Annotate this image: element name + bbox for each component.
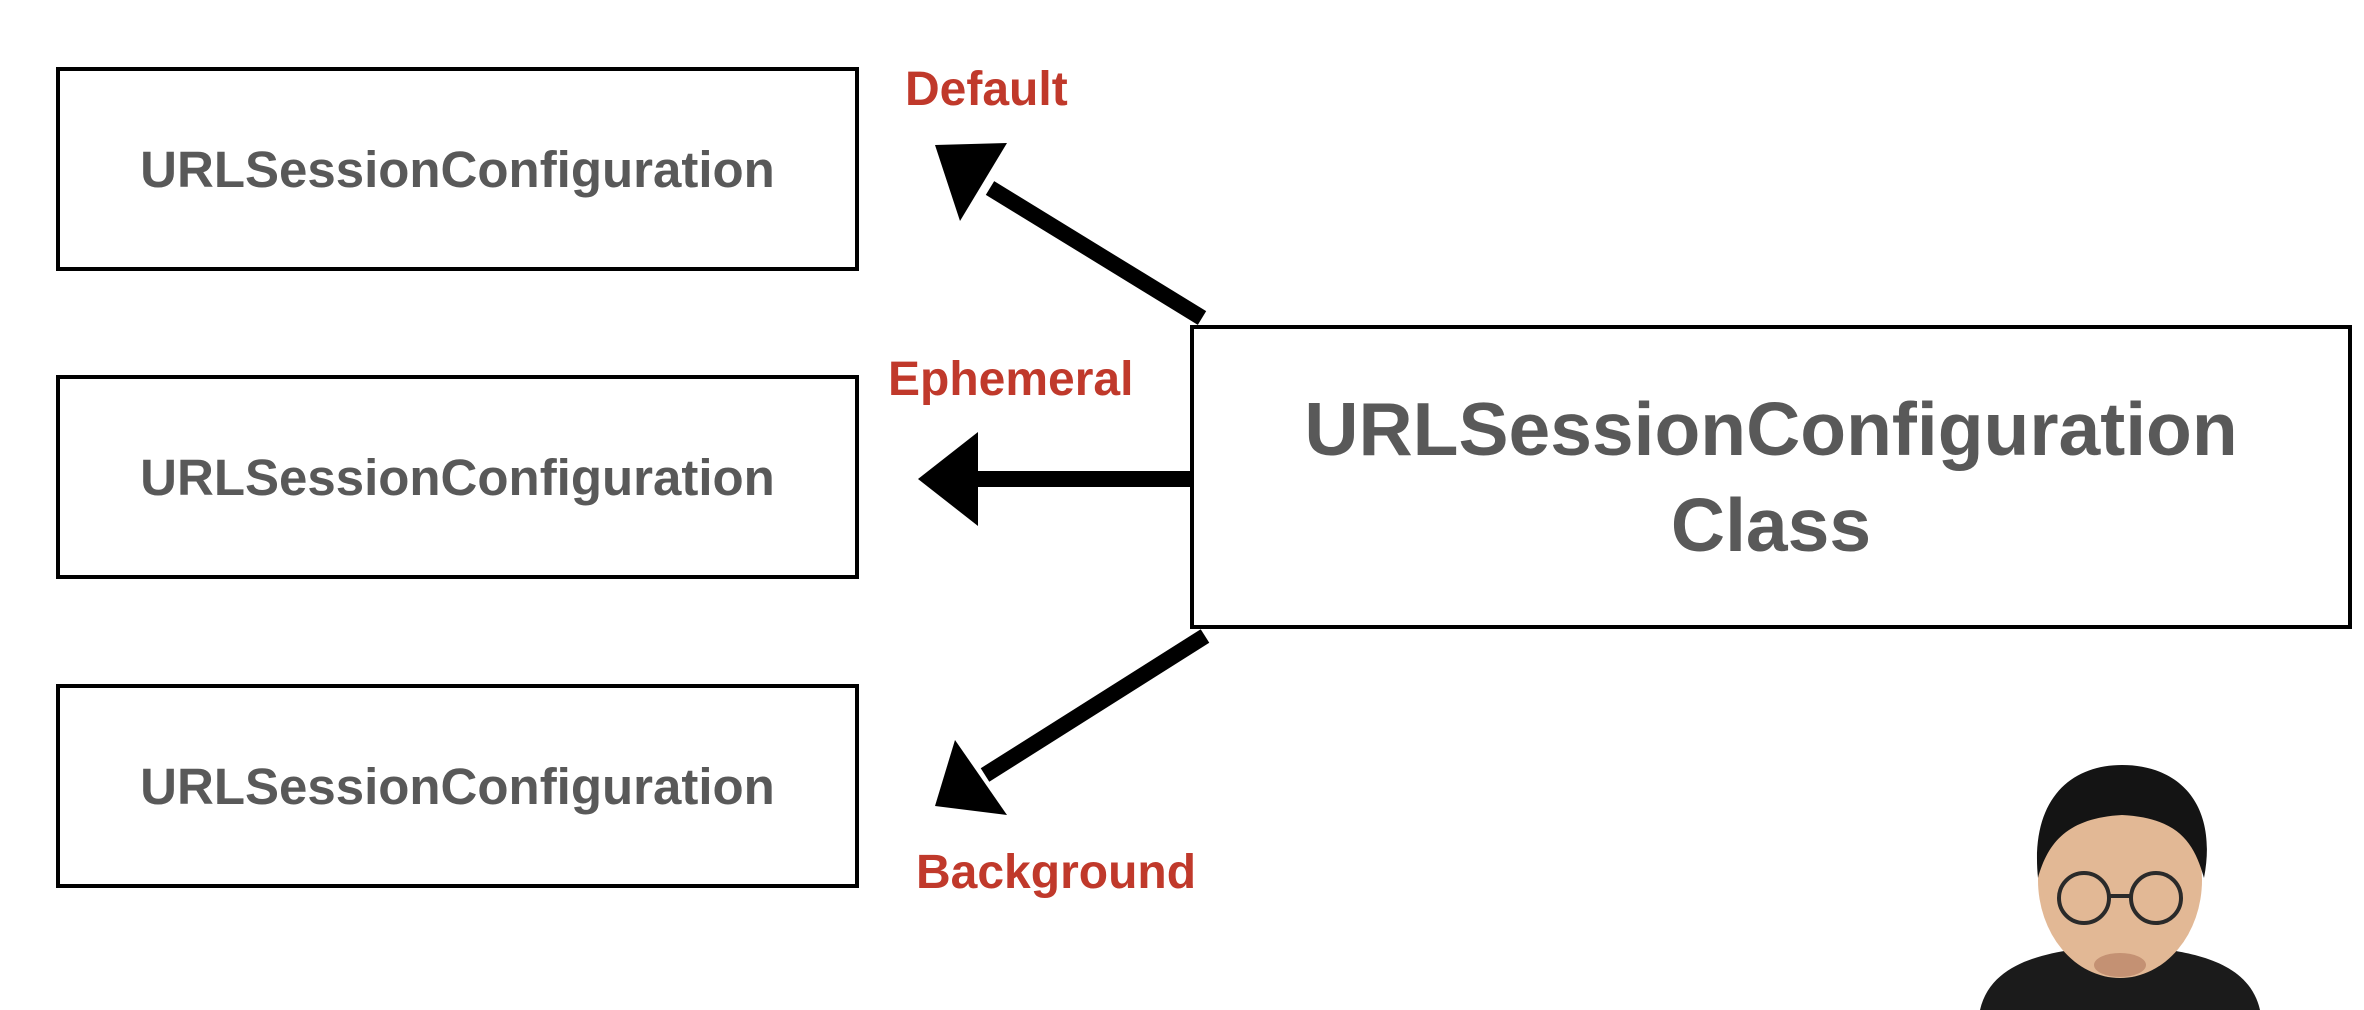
arrow-to-background [935,629,1210,815]
glasses-icon [2057,871,2183,925]
config-box-background: URLSessionConfiguration [56,684,859,888]
type-label-default: Default [905,63,1068,116]
config-box-label: URLSessionConfiguration [140,140,775,198]
source-class-box: URLSessionConfiguration Class [1190,325,2352,629]
type-label-background: Background [916,846,1197,899]
source-class-title: URLSessionConfiguration [1304,387,2238,471]
arrow-to-ephemeral [918,432,1192,526]
presenter-video [1950,760,2290,1010]
config-box-ephemeral: URLSessionConfiguration [56,375,859,579]
presenter-hair [2036,765,2207,878]
config-box-label: URLSessionConfiguration [140,448,775,506]
presenter-shirt [1980,950,2260,1010]
presenter-face [2038,782,2202,978]
presenter-hand [2094,953,2146,977]
type-label-ephemeral: Ephemeral [888,353,1134,406]
config-box-label: URLSessionConfiguration [140,757,775,815]
arrow-to-default [935,143,1207,325]
config-box-default: URLSessionConfiguration [56,67,859,271]
source-class-subtitle: Class [1670,483,1872,567]
